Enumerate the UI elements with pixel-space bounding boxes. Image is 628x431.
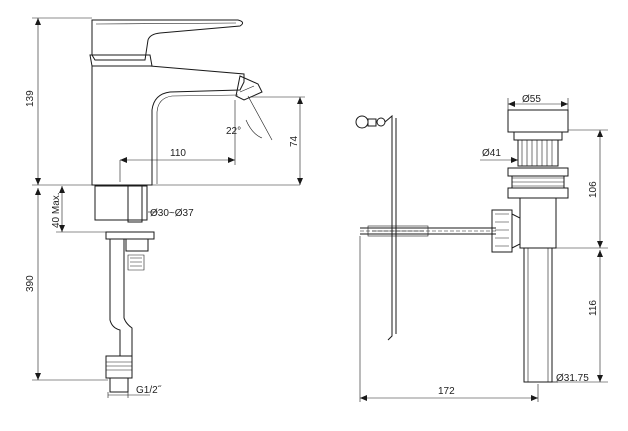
dim-hose-length: 390 (25, 275, 36, 292)
dim-spout-height: 74 (289, 135, 300, 147)
dim-waste-top-diameter: Ø55 (522, 94, 541, 105)
dim-max-deck: 40 Max. (51, 192, 62, 228)
dim-waste-height-lower: 116 (588, 300, 599, 316)
dim-rod-length: 172 (438, 386, 455, 397)
dim-spout-angle: 22° (226, 126, 241, 137)
dim-waste-tail-diameter: Ø31.75 (556, 373, 589, 384)
dim-waste-body-diameter: Ø41 (482, 148, 501, 159)
waste-drawing (355, 98, 608, 402)
dim-reach: 110 (170, 148, 186, 159)
dim-thread: G1/2˝ (136, 384, 162, 396)
dim-hole-diameter: Ø30~Ø37 (150, 208, 194, 219)
faucet-drawing (32, 17, 305, 398)
dim-height-total: 139 (25, 90, 36, 107)
dim-waste-height-upper: 106 (588, 181, 599, 198)
